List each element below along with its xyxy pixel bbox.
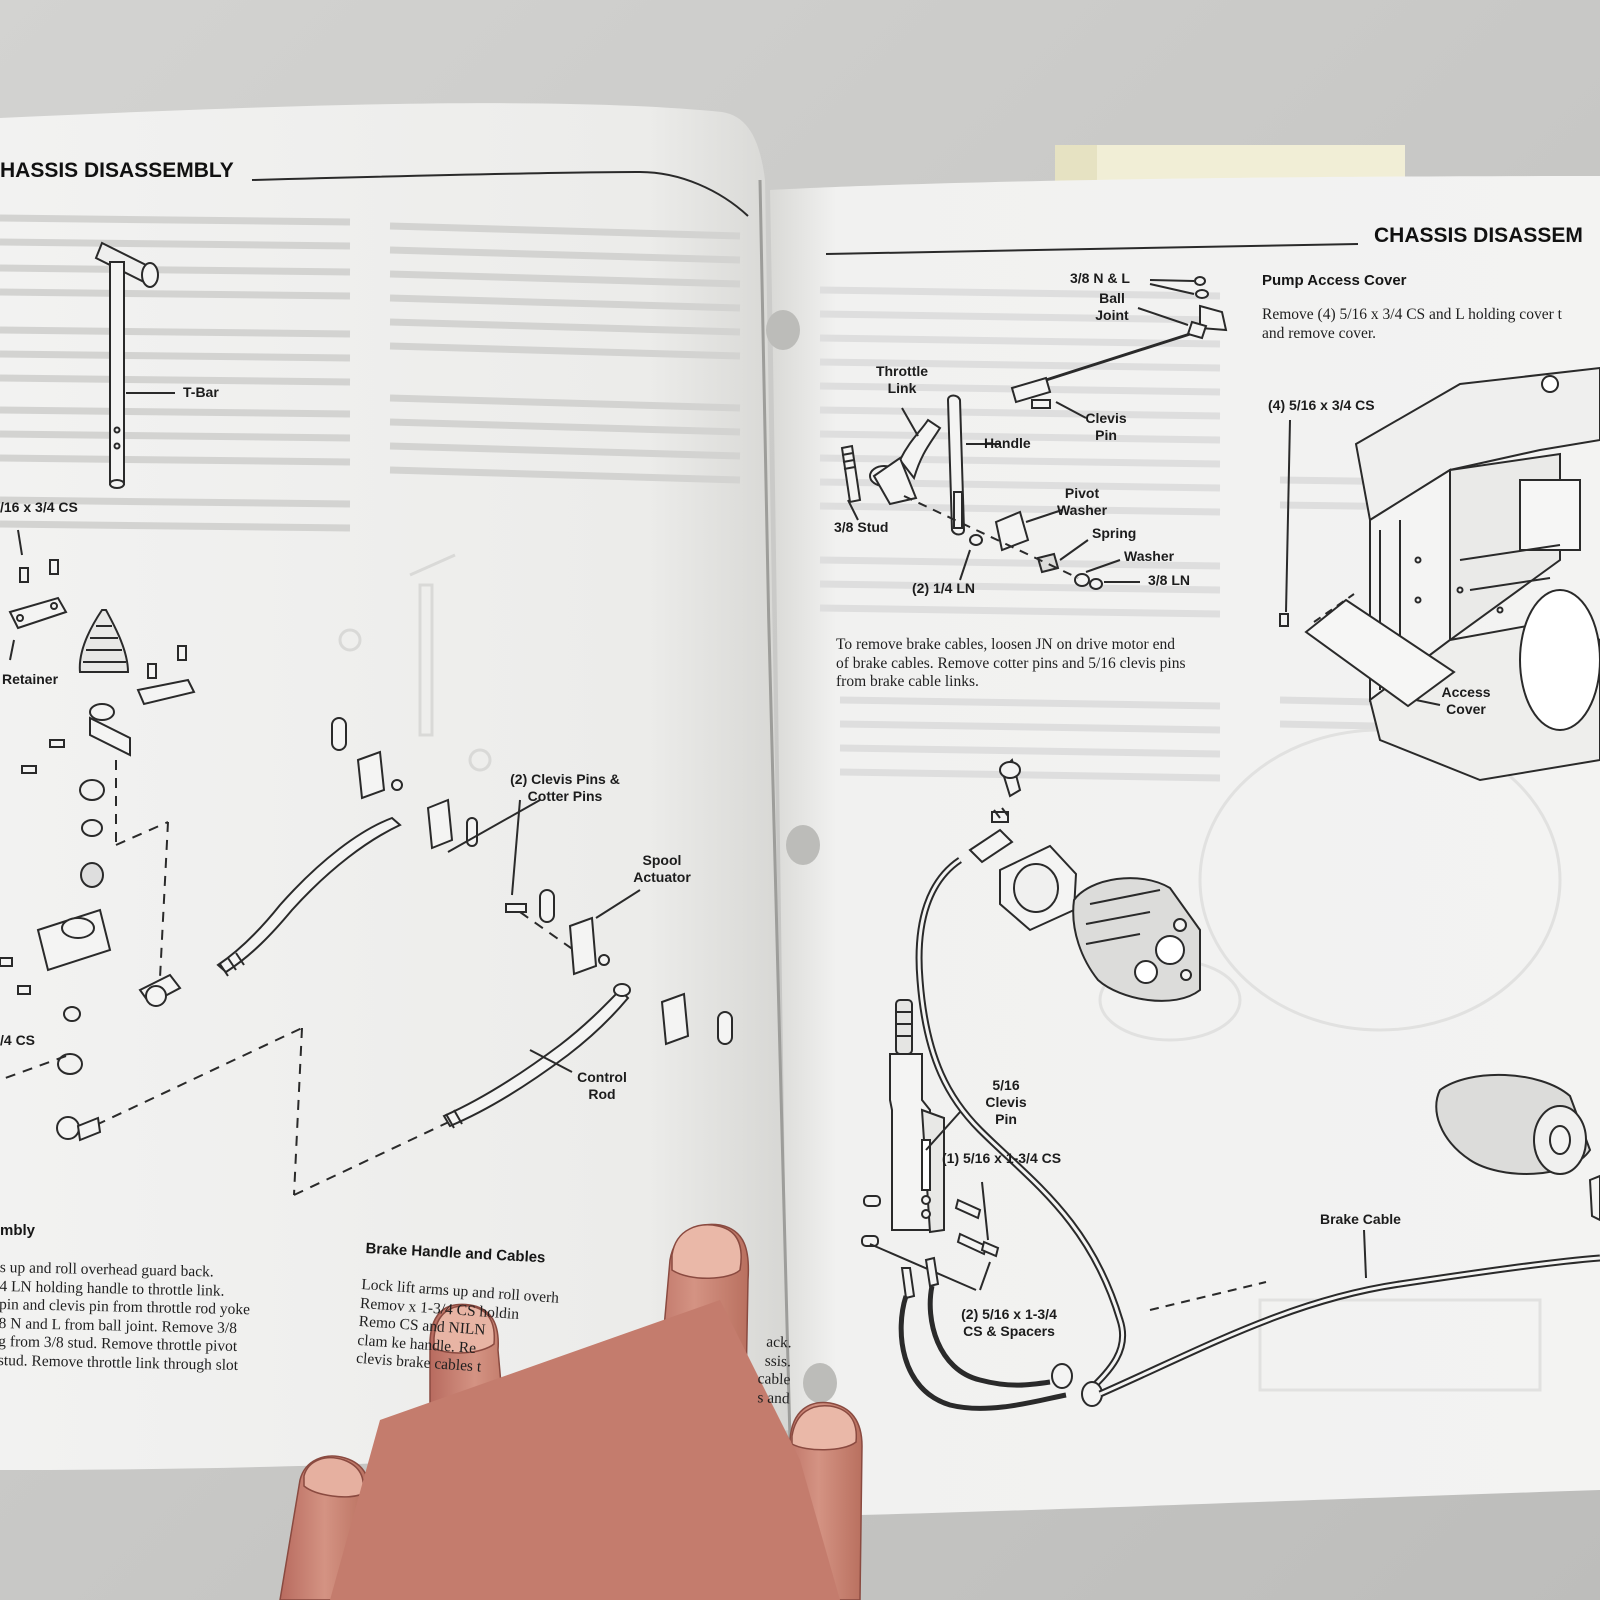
- ln-label: 3/8 LN: [1148, 572, 1191, 588]
- binder-hole: [803, 1363, 837, 1403]
- cs-four-label: (4) 5/16 x 3/4 CS: [1268, 397, 1375, 413]
- cs-two-label: (2) 5/16 x 1-3/4 CS & Spacers: [961, 1306, 1057, 1339]
- left-ghost-diagram: [338, 553, 492, 772]
- throttle-link-label: Throttle Link: [875, 363, 929, 396]
- pump-section-title: Pump Access Cover: [1262, 272, 1407, 289]
- stud-label: 3/8 Stud: [834, 519, 889, 535]
- pivot-washer-label: Pivot Washer: [1056, 485, 1108, 518]
- ball-joint-label: Ball Joint: [1095, 290, 1129, 323]
- cs-bottom-label: /4 CS: [0, 1032, 36, 1048]
- left-diagram: [0, 170, 749, 1196]
- left-section-title: mbly: [0, 1222, 36, 1239]
- retainer-label: Retainer: [2, 671, 59, 687]
- page-gutter-shadow: [758, 179, 792, 1441]
- t-bar-label: T-Bar: [183, 384, 219, 400]
- brake-section-fragments: ack. ssis. cable s and: [757, 1333, 792, 1407]
- right-diagram: [825, 243, 1600, 1411]
- fingernail: [671, 1224, 742, 1279]
- fingernail: [303, 1456, 364, 1498]
- handle-label: Handle: [984, 435, 1031, 451]
- fingernail: [433, 1304, 496, 1354]
- pump-section-body: Remove (4) 5/16 x 3/4 CS and L holding c…: [1262, 306, 1562, 342]
- right-page-header: CHASSIS DISASSEM: [1374, 224, 1583, 247]
- washer-label: Washer: [1124, 548, 1175, 564]
- hand: [279, 1223, 863, 1600]
- brake-cable-label: Brake Cable: [1320, 1211, 1401, 1227]
- bleed-through-left: [0, 214, 741, 532]
- cs-one-label: (1) 5/16 x 1-3/4 CS: [942, 1150, 1062, 1166]
- clevis-pin-label: Clevis Pin: [1085, 410, 1127, 443]
- nl-label: 3/8 N & L: [1070, 270, 1130, 286]
- binder-hole: [786, 825, 820, 865]
- spring-label: Spring: [1092, 525, 1137, 541]
- fingernail: [791, 1404, 858, 1451]
- palm: [330, 1300, 840, 1600]
- clevis-516-label: 5/16 Clevis Pin: [985, 1077, 1027, 1127]
- spool-actuator-label: Spool Actuator: [633, 852, 691, 885]
- left-section-body: s up and roll overhead guard back. 4 LN …: [0, 1259, 251, 1374]
- brake-cables-paragraph: To remove brake cables, loosen JN on dri…: [836, 636, 1186, 690]
- access-cover-label: Access Cover: [1441, 684, 1491, 717]
- control-rod-label: Control Rod: [577, 1069, 627, 1102]
- cs-top-label: /16 x 3/4 CS: [0, 499, 78, 515]
- clevis-pins-label: (2) Clevis Pins & Cotter Pins: [510, 771, 620, 804]
- binder-hole: [766, 310, 800, 350]
- ln-two-label: (2) 1/4 LN: [912, 580, 976, 596]
- left-page-header: HASSIS DISASSEMBLY: [0, 159, 234, 182]
